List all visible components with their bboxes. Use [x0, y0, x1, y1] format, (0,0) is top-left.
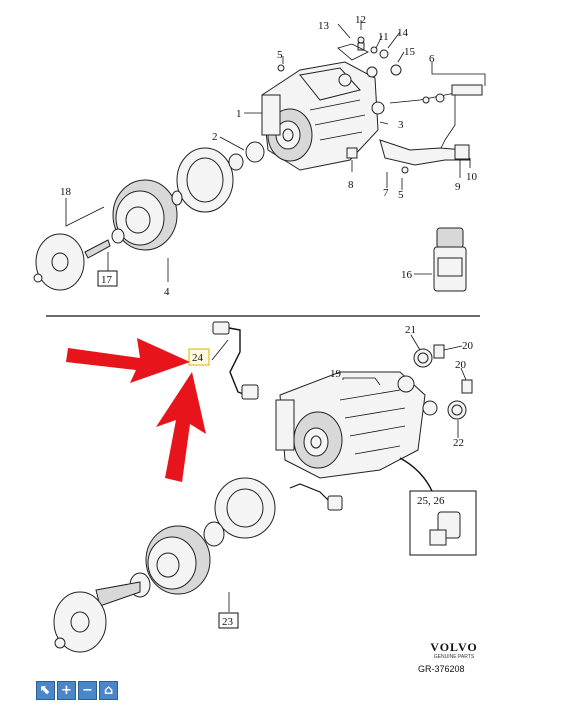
- callout-11: 11: [378, 31, 389, 43]
- red-arrow-horizontal: [66, 338, 190, 383]
- cursor-button[interactable]: ⬉: [36, 681, 55, 700]
- compressor-sensor: [289, 483, 343, 511]
- red-arrow-vertical: [156, 372, 206, 482]
- callout-14: 14: [397, 27, 409, 39]
- callout-4: 4: [164, 286, 170, 298]
- callout-18: 18: [60, 186, 72, 198]
- cursor-icon: ⬉: [40, 683, 51, 698]
- diagram-reference-code: GR-376208: [418, 664, 465, 674]
- callout-17-box: [97, 270, 118, 287]
- callout-22: 22: [453, 437, 464, 449]
- callout-24-highlight: [188, 348, 210, 366]
- leader-lines-lower: [211, 334, 467, 612]
- highlight-arrows: [66, 338, 206, 482]
- callout-23-box: [218, 612, 239, 629]
- callout-9: 9: [455, 181, 461, 193]
- callout-20a: 20: [462, 340, 474, 352]
- fittings-lower: [413, 344, 473, 420]
- callout-21: 21: [405, 324, 416, 336]
- sensor-inset: [409, 490, 477, 556]
- zoom-out-icon: −: [82, 683, 93, 698]
- callout-19: 19: [330, 368, 342, 380]
- fittings-upper: [277, 36, 402, 115]
- callout-6: 6: [429, 53, 435, 65]
- zoom-toolbar: ⬉ + − ⌂: [36, 681, 118, 700]
- brand-name: VOLVO: [430, 640, 478, 654]
- brand-tagline: GENUINE PARTS: [433, 654, 475, 660]
- zoom-in-icon: +: [61, 683, 72, 698]
- zoom-in-button[interactable]: +: [57, 681, 76, 700]
- callout-1: 1: [236, 108, 242, 120]
- compressor-lower: [275, 371, 438, 479]
- pulley-upper: [111, 179, 183, 251]
- callout-2: 2: [212, 131, 218, 143]
- volvo-logo: VOLVO GENUINE PARTS: [414, 640, 494, 660]
- callout-20b: 20: [455, 359, 467, 371]
- leader-lines-upper: [65, 20, 486, 282]
- oil-bottle: [433, 227, 467, 292]
- clutch-coil-upper: [176, 141, 265, 213]
- callout-25-26: 25, 26: [417, 495, 445, 507]
- callout-24: 24: [192, 352, 204, 364]
- home-button[interactable]: ⌂: [99, 681, 118, 700]
- callout-17: 17: [101, 274, 113, 286]
- upper-assembly: 13 12 11 14 15 5 6 1 2 3 8 7 5 9 10 18 1…: [33, 14, 486, 298]
- callout-3: 3: [398, 119, 404, 131]
- callout-16: 16: [401, 269, 413, 281]
- pipe-assembly-upper: [346, 84, 483, 174]
- compressor-upper: [261, 61, 379, 171]
- callout-5a: 5: [277, 49, 283, 61]
- home-icon: ⌂: [103, 683, 114, 698]
- clutch-coil-lower: [203, 477, 276, 547]
- clutch-plate-upper: [33, 233, 111, 291]
- callout-7: 7: [383, 187, 389, 199]
- callout-23: 23: [222, 616, 234, 628]
- callout-8: 8: [348, 179, 354, 191]
- callout-15: 15: [404, 46, 416, 58]
- zoom-out-button[interactable]: −: [78, 681, 97, 700]
- pulley-lower: [129, 525, 211, 598]
- callout-10: 10: [466, 171, 478, 183]
- callout-13: 13: [318, 20, 330, 32]
- clutch-plate-lower: [53, 581, 141, 653]
- wiring-harness: [212, 321, 259, 400]
- lower-assembly: 24 21 20 20 19 22 25, 26 23: [53, 321, 477, 653]
- callout-5b: 5: [398, 189, 404, 201]
- callout-12: 12: [355, 14, 366, 26]
